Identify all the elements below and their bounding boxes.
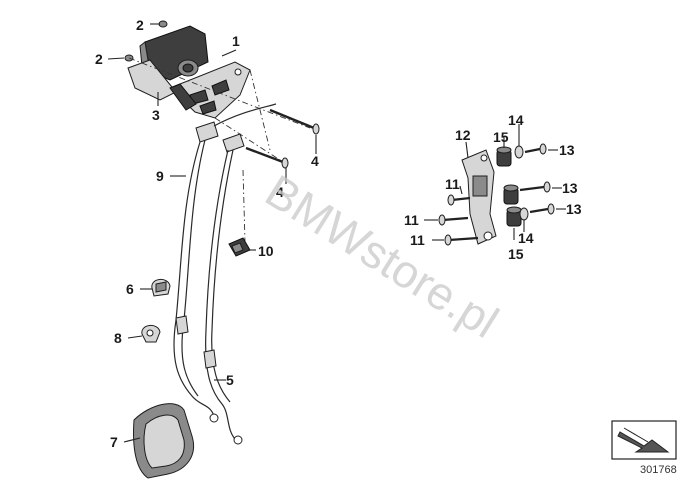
assembly-line (242, 169, 246, 243)
actuator-housing (139, 25, 209, 81)
screw-11-mid (438, 214, 469, 226)
spacer-14-upper (514, 145, 524, 159)
callout-11: 11 (404, 212, 419, 228)
callout-15: 15 (508, 246, 524, 262)
bushing-15-mid (503, 184, 519, 205)
callout-8: 8 (114, 330, 122, 346)
callout-2: 2 (95, 51, 103, 67)
callout-14: 14 (508, 112, 524, 128)
callouts: 2 1 2 3 4 4 9 10 6 8 5 7 12 14 15 13 11 … (95, 17, 582, 450)
callout-6: 6 (126, 281, 134, 297)
callout-4: 4 (311, 153, 319, 169)
cable-sleeve (175, 315, 189, 335)
assembly-line (249, 69, 271, 151)
screw-11-upper (447, 194, 471, 206)
bushing-15-upper (496, 146, 512, 167)
bolt-upper (269, 108, 320, 135)
callout-13: 13 (562, 180, 578, 196)
cable-clamp-6 (151, 279, 171, 297)
callout-15: 15 (493, 129, 509, 145)
spacer-14-lower (519, 207, 529, 221)
callout-3: 3 (152, 107, 160, 123)
cable-clip-10 (228, 237, 251, 257)
callout-12: 12 (455, 127, 471, 143)
cable-end (209, 413, 219, 423)
assembly-line (128, 57, 311, 129)
bracket-holder (127, 59, 197, 111)
bolt-13-upper (524, 143, 547, 155)
bowden-cable-5-inner (211, 149, 234, 403)
cable-sleeve (203, 349, 217, 369)
bushing-15-lower (506, 206, 522, 227)
bowden-cable-9-inner (181, 139, 206, 397)
callout-5: 5 (226, 372, 234, 388)
cable-cover-7 (133, 403, 194, 479)
callout-13: 13 (559, 142, 575, 158)
wire (213, 103, 277, 127)
screw-11-lower (444, 234, 479, 246)
cable-holder-8 (141, 325, 161, 343)
callout-7: 7 (110, 434, 118, 450)
callout-2: 2 (136, 17, 144, 33)
callout-11: 11 (445, 176, 460, 192)
direction-arrow-icon (611, 420, 677, 460)
cable-connector (222, 133, 245, 153)
callout-14: 14 (518, 230, 534, 246)
callout-4: 4 (276, 184, 284, 200)
callout-9: 9 (156, 168, 164, 184)
bolt-lower (245, 146, 289, 169)
lever-bracket-12 (461, 149, 497, 245)
callout-13: 13 (566, 201, 582, 217)
leader-lines (107, 23, 566, 443)
cable-end (233, 435, 243, 445)
reference-number: 301768 (640, 464, 677, 476)
callout-10: 10 (258, 243, 274, 259)
bolt-13-mid (519, 181, 551, 193)
callout-11: 11 (410, 232, 425, 248)
bolt-13-lower (529, 203, 555, 215)
cable-connector (195, 121, 219, 143)
nut-top (158, 20, 168, 28)
callout-1: 1 (232, 33, 240, 49)
bowden-cable-9 (173, 141, 215, 417)
bowden-cable-5 (205, 149, 237, 441)
